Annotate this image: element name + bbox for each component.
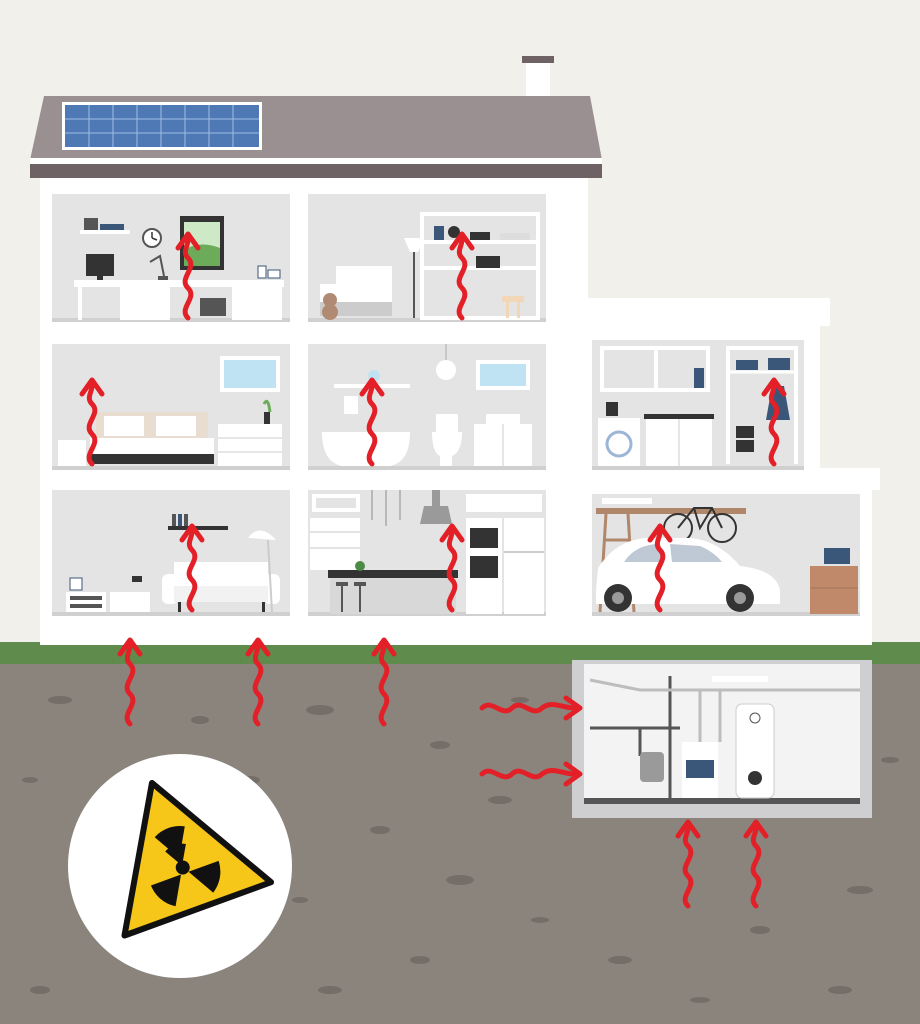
annex-roof [588,298,830,326]
room-office [52,194,290,322]
oven-icon [466,518,502,614]
teddy-bear-icon [322,293,338,320]
boiler-icon [682,742,718,798]
radiation-warning-icon [68,754,292,978]
room-garage [592,494,860,616]
chimney-icon [522,56,554,100]
water-heater-icon [735,703,775,799]
room-bathroom [308,344,546,470]
room-bedroom [52,344,290,470]
washing-machine-icon [598,418,640,466]
room-basement [572,660,872,818]
solar-panel-icon [62,102,262,150]
room-living [52,490,290,616]
clock-icon [142,228,162,248]
room-kids [308,194,546,322]
garage-roof [588,468,880,490]
bathtub-icon [322,432,410,466]
room-kitchen [308,490,546,616]
toilet-icon [432,414,462,466]
room-laundry [592,340,804,470]
car-icon [596,538,780,612]
grass-strip [0,642,920,664]
fridge-icon [504,518,544,614]
floor-lamp-icon [404,238,424,318]
desk-lamp-icon [149,254,168,280]
sofa-icon [162,562,280,612]
bed-icon [90,412,214,464]
